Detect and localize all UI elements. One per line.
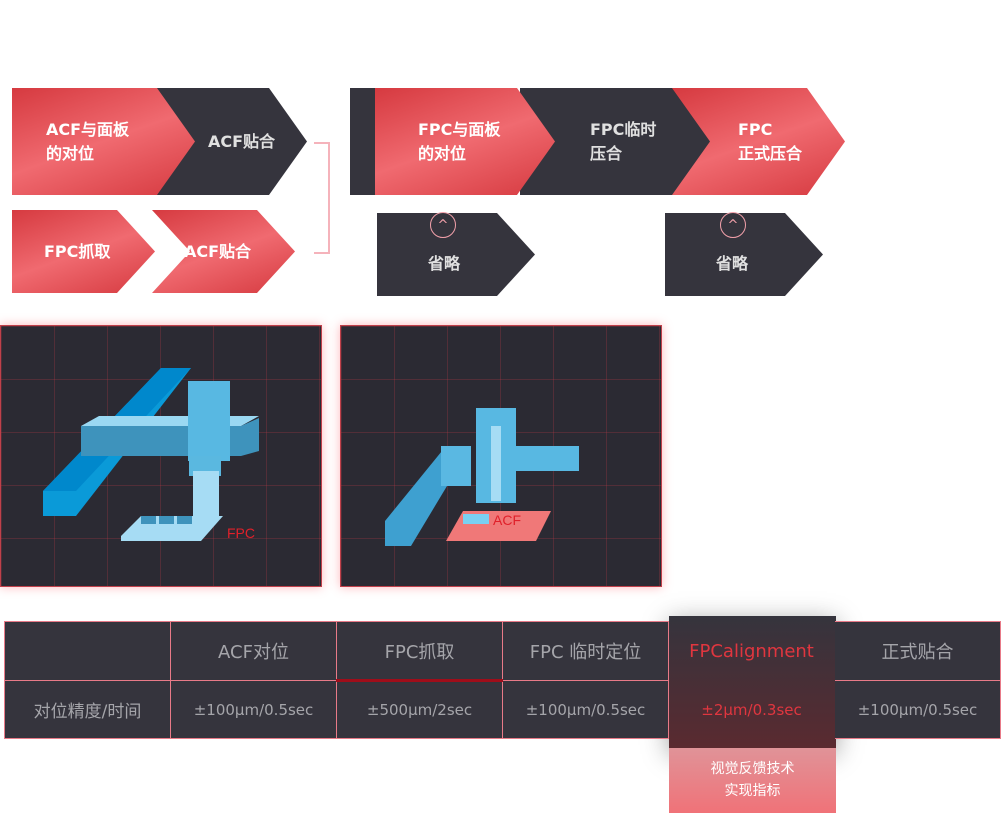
step-label: FPC抓取	[44, 241, 111, 261]
acf-label: ACF	[493, 512, 521, 528]
step-acf-bond-2: ACF贴合	[152, 210, 295, 293]
highlight-note: 视觉反馈技术 实现指标	[669, 748, 836, 813]
value-cell: ±100μm/0.5sec	[502, 680, 669, 739]
step-fpc-pick: FPC抓取	[12, 210, 155, 293]
value-cell: ±100μm/0.5sec	[170, 680, 337, 739]
step-label: ACF贴合	[208, 131, 276, 151]
table-row: 对位精度/时间 ±100μm/0.5sec ±500μm/2sec ±100μm…	[4, 680, 1001, 739]
step-label: FPC临时 压合	[590, 119, 657, 163]
highlight-column	[669, 616, 836, 748]
value-cell: ±500μm/2sec	[336, 680, 503, 739]
header-cell: FPC抓取	[336, 621, 503, 682]
bracket	[314, 142, 330, 254]
header-cell: ACF对位	[170, 621, 337, 681]
chevron-up-icon[interactable]: ^	[430, 212, 456, 238]
step-label: FPC 正式压合	[738, 119, 803, 163]
header-cell	[4, 621, 171, 681]
table-header-row: ACF对位 FPC抓取 FPC 临时定位 FPCalignment 正式贴合	[4, 621, 1001, 682]
robot-illustration: FPC	[43, 368, 259, 541]
value-cell-highlight: ±2μm/0.3sec	[701, 700, 802, 719]
step-label: ACF贴合	[184, 241, 252, 261]
omit-box-1: 省略	[377, 213, 535, 296]
step-label: ACF与面板 的对位	[46, 119, 130, 163]
spec-table: ACF对位 FPC抓取 FPC 临时定位 FPCalignment 正式贴合 对…	[4, 621, 1001, 739]
fpc-label: FPC	[227, 525, 255, 541]
omit-label: 省略	[428, 253, 461, 273]
step-label: FPC与面板 的对位	[418, 119, 501, 163]
value-cell: ±100μm/0.5sec	[834, 680, 1001, 739]
header-cell: FPC 临时定位	[502, 621, 669, 681]
header-cell-highlight: FPCalignment	[689, 640, 814, 662]
chevron-up-icon[interactable]: ^	[720, 212, 746, 238]
header-cell: 正式贴合	[834, 621, 1001, 681]
step-acf-panel-align: ACF与面板 的对位	[12, 88, 195, 195]
step-fpc-temp-press: FPC临时 压合	[520, 88, 715, 195]
omit-label: 省略	[716, 253, 749, 273]
robot-illustration: ACF	[385, 408, 579, 546]
row-label: 对位精度/时间	[4, 680, 171, 739]
robot-panel-acf: ACF	[340, 325, 662, 587]
step-fpc-panel-align: FPC与面板 的对位	[375, 88, 555, 195]
robot-panel-fpc: FPC	[0, 325, 322, 587]
